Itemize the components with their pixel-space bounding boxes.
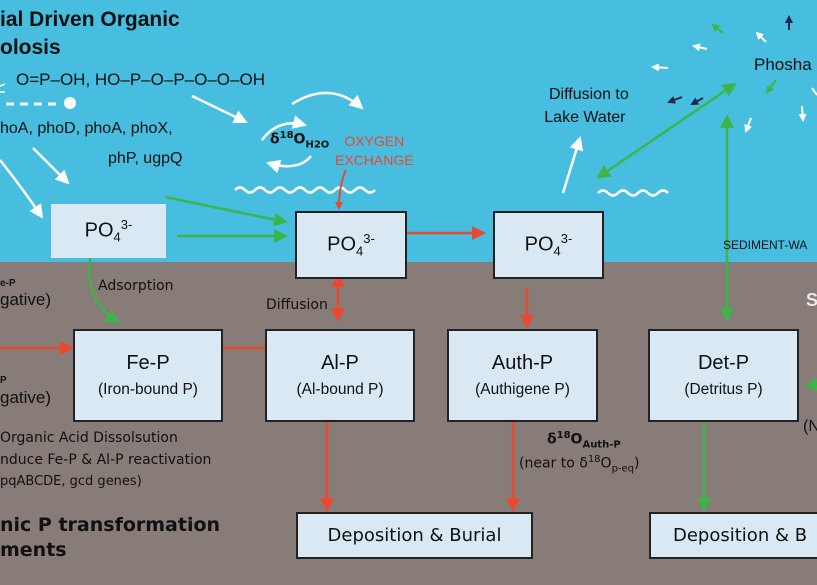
oxygen-exchange-label: OXYGEN EXCHANGE [335,133,414,168]
sediment-label: S [806,290,817,310]
delta-18o-auth-p-label: δ18OAuth-P [547,430,621,451]
po4-box-right[interactable]: PO43- [493,211,604,279]
bottom-title: nic P transformation ments [0,514,221,561]
diffusion-to-lake-label: Diffusion to Lake Water [544,86,629,126]
auth-p-title: Auth-P [491,352,554,374]
sediment-water-interface-label: SEDIMENT-WA [723,238,808,252]
al-p-title: Al-P [321,352,359,374]
organic-acid-text: Organic Acid Dissolsution nduce Fe-P & A… [0,430,212,489]
fe-p-title: Fe-P [126,352,170,374]
auth-p-box[interactable]: Auth-P (Authigene P) [447,329,598,422]
white-arrow-to-po4 [0,159,44,219]
p-small-label: P [0,375,7,386]
red-arrow-oxygen-exchange [335,169,347,210]
fe-p-small-label: e-P [0,278,16,289]
fe-p-negative-label: gative) [0,290,52,309]
fe-p-subtitle: (Iron-bound P) [98,381,198,398]
po4-box-interface[interactable]: PO43- [295,211,407,279]
diagram-title: ial Driven Organic olosis [0,7,180,61]
green-arrow-adsorption [87,251,120,324]
white-cycle-arrow-lower [266,155,312,174]
diffusion-label: Diffusion [266,297,328,313]
det-p-title: Det-P [697,352,750,374]
adsorption-label: Adsorption [98,278,174,294]
genes-line-1: hoA, phoD, phoA, phoX, [0,120,173,137]
deposition-burial-box-1[interactable]: Deposition & Burial [296,512,533,559]
right-partial-label: (N [803,418,817,435]
white-arrow-diffusion-lake [561,136,584,194]
po4-label: PO43- [84,217,133,245]
near-eq-label: (near to δ18Op-eq) [519,454,640,475]
po4-label: PO43- [327,231,375,259]
al-p-box[interactable]: Al-P (Al-bound P) [265,329,415,422]
po4-box-water[interactable]: PO43- [51,204,166,258]
auth-p-subtitle: (Authigene P) [475,381,570,398]
white-cycle-arrow-upper [260,115,307,141]
genes-line-2: phP, ugpQ [108,150,183,167]
title-line-1: ial Driven Organic [0,8,180,31]
deposition-burial-box-2[interactable]: Deposition & B [649,512,817,559]
green-arrow-double-phosphate [596,82,737,179]
dashed-line-icon [0,83,76,109]
phosphate-label: Phosha [754,55,812,74]
white-arrow-genes [32,147,70,185]
title-line-2: olosis [0,36,61,59]
al-p-subtitle: (Al-bound P) [296,381,384,398]
green-arrow-po4-to-po4-upper [164,195,288,227]
po4-label: PO43- [524,231,573,259]
wave-line-1 [234,186,376,194]
delta-18o-h2o-label: δ18OH2O [270,130,330,151]
p-negative-label: gative) [0,388,52,407]
deposition-burial-label: Deposition & Burial [327,525,502,546]
phosphate-formula: O=P–OH, HO–P–O–P–O–O–OH [16,70,265,89]
wave-line-2 [597,189,669,197]
deposition-burial-label: Deposition & B [673,525,808,546]
fe-p-box[interactable]: Fe-P (Iron-bound P) [73,329,223,422]
white-arc-arrow-top [291,91,364,110]
det-p-box[interactable]: Det-P (Detritus P) [648,329,799,422]
det-p-subtitle: (Detritus P) [684,381,763,398]
white-arrow-formula [191,94,248,124]
